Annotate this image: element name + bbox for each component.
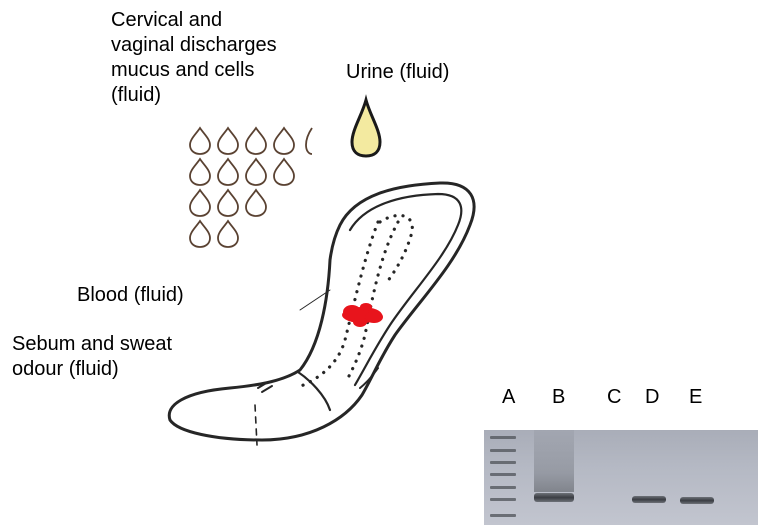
droplet-icon [246,190,266,216]
lane-label-e: E [689,385,702,409]
droplet-icon [190,159,210,185]
ladder-band [490,473,516,476]
lane-label-b: B [552,385,565,409]
ladder-band [490,514,516,517]
lane-b-band [534,493,574,502]
ladder-band [490,449,516,452]
urine-drop-icon [352,100,380,156]
ladder-band [490,486,516,489]
lane-b-smear [534,430,574,492]
droplet-icon [190,190,210,216]
droplet-icon [274,159,294,185]
lane-e-band [680,497,714,504]
droplet-icon [218,221,238,247]
droplet-icon [190,128,210,154]
ladder-band [490,461,516,464]
lane-label-a: A [502,385,515,409]
lane-d-band [632,496,666,503]
droplet-icon [218,159,238,185]
droplet-icon [218,128,238,154]
droplet-icon [306,128,312,154]
ladder-band [490,436,516,439]
lane-label-d: D [645,385,659,409]
ladder-band [490,498,516,501]
droplet-icon [218,190,238,216]
droplet-icon [246,159,266,185]
droplet-grid [190,128,312,247]
gel-electrophoresis-image [484,430,758,525]
droplet-icon [246,128,266,154]
droplet-icon [190,221,210,247]
sanitary-pad-icon [169,183,474,445]
droplet-icon [274,128,294,154]
lane-label-c: C [607,385,621,409]
